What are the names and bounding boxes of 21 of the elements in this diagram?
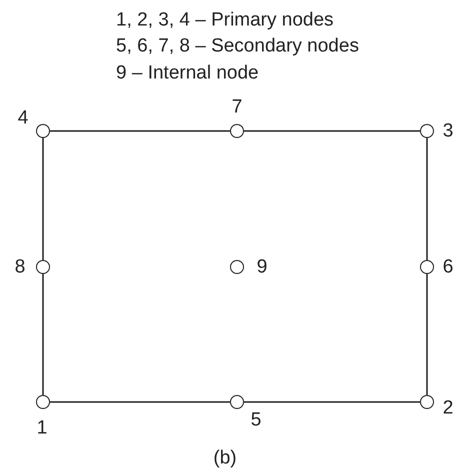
node-number: 7 bbox=[232, 98, 242, 116]
connector-line bbox=[426, 138, 428, 260]
node-number: 4 bbox=[18, 108, 28, 128]
node-number: 5 bbox=[250, 410, 262, 430]
node-number: 8 bbox=[14, 258, 26, 276]
connector-line bbox=[42, 274, 44, 395]
node-number: 9 bbox=[256, 258, 268, 276]
legend-text: 9 – Internal node bbox=[116, 64, 259, 82]
node-number: 6 bbox=[442, 258, 454, 276]
legend-text: 1, 2, 3, 4 – Primary nodes bbox=[116, 10, 334, 30]
node-number: 1 bbox=[36, 418, 48, 438]
legend-text: 5, 6, 7, 8 – Secondary nodes bbox=[116, 36, 359, 56]
connector-line bbox=[426, 274, 428, 395]
node-number: 2 bbox=[442, 398, 454, 418]
connector-line bbox=[244, 130, 420, 132]
connector-line bbox=[50, 401, 230, 403]
node-number: 3 bbox=[442, 122, 454, 140]
connector-line bbox=[42, 138, 44, 260]
connector-line bbox=[244, 401, 420, 403]
caption: (b) bbox=[213, 448, 237, 468]
connector-line bbox=[50, 130, 230, 132]
